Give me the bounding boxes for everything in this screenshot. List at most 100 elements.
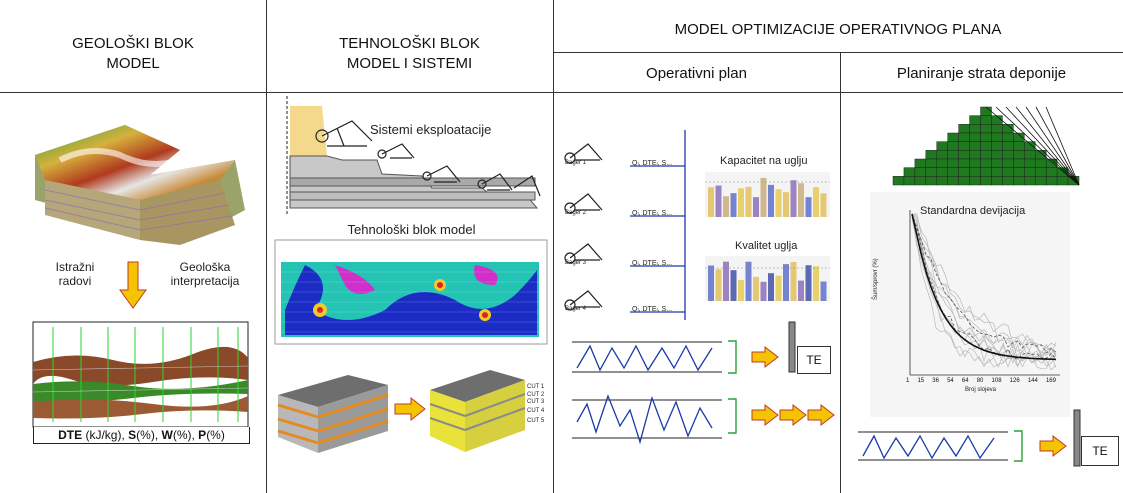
pyramid-cell [914, 158, 927, 168]
caption-dte: DTE [58, 428, 83, 442]
geo-caption: DTE (kJ/kg), S(%), W(%), P(%) [33, 427, 250, 444]
caption-s: S [128, 428, 137, 442]
mini-bar [813, 187, 819, 217]
pyramid-line [1035, 106, 1080, 186]
geological-3d-model [35, 125, 245, 245]
cut-label-4: CUT 4 [527, 408, 545, 414]
strata-pyramid [892, 106, 1080, 186]
arrow-right-icon-2 [751, 345, 779, 369]
excavator-label-2: Bager 2 [565, 210, 587, 216]
std-x-axis-label: Broj slojeva [965, 387, 997, 393]
label-geoloska-interpretacija: Geološka interpretacija [170, 260, 240, 288]
caption-dte-unit: (kJ/kg), [82, 428, 129, 442]
pyramid-cell [991, 158, 1003, 168]
pyramid-cell [947, 141, 959, 151]
header-model-optimizacije: MODEL OPTIMIZACIJE OPERATIVNOG PLANA [674, 21, 1002, 38]
pyramid-line [1005, 106, 1080, 186]
divider-oper-plan [840, 52, 841, 493]
divider-geo-tech [266, 0, 267, 493]
pyramid-cell [969, 132, 981, 142]
pyramid-cell [936, 167, 948, 177]
mini-bar [783, 192, 789, 217]
excavator-params-2: Qₗ, DTEₗ, S... [632, 210, 673, 217]
pyramid-cell [1024, 167, 1036, 177]
pyramid-cell [1024, 176, 1036, 186]
pyramid-cell [969, 167, 981, 177]
block-left-3d [277, 375, 389, 453]
arrow-right-icon-3 [1039, 434, 1067, 458]
pyramid-cell [991, 176, 1003, 186]
header-geoloski: GEOLOŠKI BLOK MODEL [72, 35, 194, 72]
mini-bar [753, 276, 759, 301]
excavator-params-1: Qₗ, DTEₗ, S... [632, 160, 673, 167]
capacity-bar-chart [705, 172, 830, 217]
pyramid-cell [958, 124, 970, 134]
std-dev-chart [909, 210, 1060, 376]
cut-label-3: CUT 3 [527, 399, 545, 405]
x-tick: 15 [917, 378, 925, 384]
x-tick: 1 [906, 378, 910, 384]
mini-bar [775, 189, 782, 217]
pyramid-cell [1002, 158, 1014, 168]
std-dev-curve [911, 213, 1057, 364]
pyramid-cell [958, 132, 970, 142]
label-sistemi-eksploatacije: Sistemi eksploatacije [370, 122, 492, 137]
block-right-3d-cuts [429, 370, 526, 452]
mini-bar [760, 281, 767, 301]
technological-block-model-grid [274, 239, 548, 345]
std-x-ticks: 1 15 36 54 64 80 108 126 144 169 [906, 378, 1056, 384]
pyramid-cell [914, 167, 927, 177]
pyramid-cell [936, 158, 948, 168]
power-plant-icon-1 [788, 321, 796, 373]
pyramid-cell [925, 176, 938, 186]
pyramid-cell [1013, 141, 1025, 151]
excavator-params-3: Qₗ, DTEₗ, S... [632, 260, 673, 267]
mini-bar [753, 197, 759, 217]
pyramid-cell [991, 150, 1003, 160]
mini-bar [715, 269, 722, 301]
header-tehnoloski: TEHNOLOŠKI BLOK MODEL I SISTEMI [339, 35, 480, 72]
mini-bar [775, 275, 782, 301]
x-tick: 36 [932, 378, 939, 384]
pyramid-cell [947, 176, 959, 186]
pyramid-cell [947, 167, 959, 177]
quality-bar-chart [705, 256, 830, 301]
pyramid-cell [980, 124, 992, 134]
std-dev-curve [911, 213, 1057, 361]
mini-bar [805, 265, 812, 301]
arrow-right-icon [394, 396, 426, 422]
std-dev-curve [911, 213, 1057, 356]
power-plant-icon-2 [1073, 409, 1081, 467]
pyramid-cell [991, 115, 1003, 125]
pyramid-cell [969, 141, 981, 151]
pyramid-cell [936, 176, 948, 186]
pyramid-cell [903, 167, 916, 177]
mini-bar [820, 281, 827, 301]
caption-p-unit: (%) [206, 428, 225, 442]
pyramid-cell [969, 115, 981, 125]
excavator-label-4: Bager 4 [565, 306, 587, 312]
mini-bar [820, 193, 827, 217]
excavator-network [564, 130, 686, 320]
mini-bar [730, 193, 737, 217]
label-kapacitet: Kapacitet na uglju [720, 155, 808, 167]
zigzag-signal-1 [572, 341, 722, 373]
excavator-params-4: Qₗ, DTEₗ, S... [632, 306, 673, 313]
label-kvalitet: Kvalitet uglja [735, 240, 798, 252]
excavator-label-3: Bager 3 [565, 260, 587, 266]
pyramid-cell [903, 176, 916, 186]
std-dev-curve [912, 213, 1057, 349]
pyramid-line [995, 106, 1080, 186]
arrow-down-icon [119, 261, 147, 309]
subheader-operativni-plan: Operativni plan [646, 65, 747, 82]
pyramid-cell [1045, 176, 1058, 186]
label-istrazni-radovi: Istražni radovi [55, 260, 95, 288]
x-tick: 144 [1027, 378, 1038, 384]
pyramid-cell [1024, 141, 1036, 151]
caption-p: P [198, 428, 207, 442]
pyramid-cell [991, 167, 1003, 177]
pyramid-cell [947, 158, 959, 168]
pyramid-cell [958, 141, 970, 151]
divider-tech-model [553, 0, 554, 493]
